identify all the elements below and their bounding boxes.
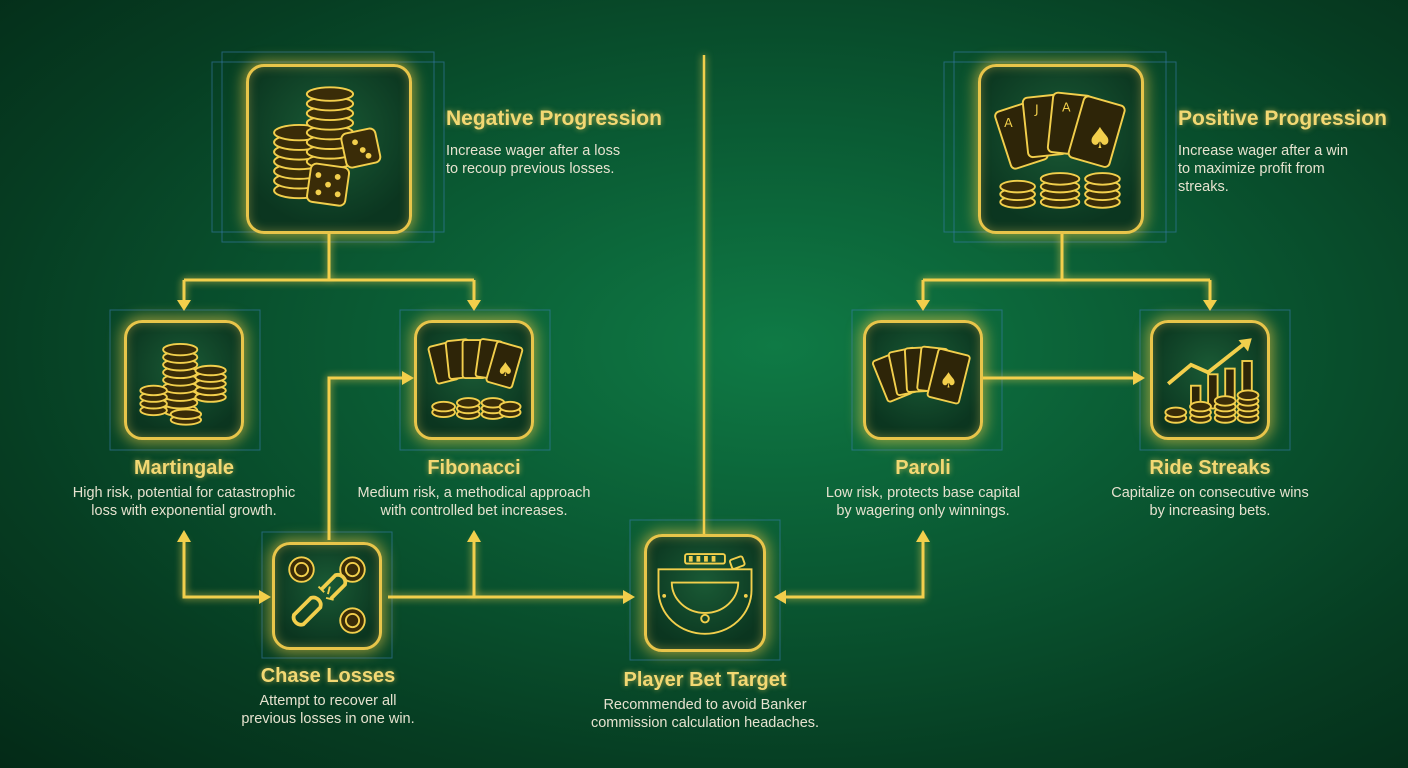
connector-chase-player xyxy=(388,540,625,599)
arrow-right-player xyxy=(623,590,635,604)
martingale-node xyxy=(124,320,244,440)
jack-glyph: J xyxy=(1034,101,1039,116)
negative-progression-title: Negative Progression xyxy=(446,107,662,130)
fibonacci-description: Medium risk, a methodical approach with … xyxy=(357,485,591,519)
arrow-up-martingale xyxy=(177,530,191,542)
chips-and-dice-icon xyxy=(273,86,382,207)
martingale-title: Martingale xyxy=(133,457,235,479)
connector-negative-split xyxy=(182,234,476,303)
ride-streaks-title: Ride Streaks xyxy=(1149,457,1271,479)
connector-paroli-player xyxy=(784,540,925,599)
connector-positive-split xyxy=(921,234,1212,303)
paroli-title: Paroli xyxy=(895,457,951,479)
martingale-description: High risk, potential for catastrophic lo… xyxy=(72,485,296,519)
spade-glyph: ♠ xyxy=(939,369,958,393)
ace-glyph: A xyxy=(1004,115,1013,130)
player-bet-target-description: Recommended to avoid Banker commission c… xyxy=(590,697,820,731)
spade-glyph: ♠ xyxy=(1087,121,1113,155)
arrow-right-chase xyxy=(259,590,271,604)
arrow-right-ride-streaks xyxy=(1133,371,1145,385)
positive-progression-title: Positive Progression xyxy=(1178,107,1387,130)
fibonacci-title: Fibonacci xyxy=(427,457,521,479)
arrow-down-fibonacci xyxy=(467,300,481,311)
fibonacci-node: ♠ xyxy=(414,320,534,440)
ace-glyph-2: A xyxy=(1062,99,1071,114)
broken-chain-icon xyxy=(288,556,366,634)
connector-martingale-chase xyxy=(182,540,261,599)
paroli-node: ♠ xyxy=(863,320,983,440)
chip-stacks-icon xyxy=(139,342,227,426)
baccarat-table-icon xyxy=(657,553,753,635)
arrow-right-fibonacci xyxy=(402,371,414,385)
chase-losses-node xyxy=(272,542,382,650)
growth-chart-icon xyxy=(1164,338,1260,424)
positive-progression-description: Increase wager after a win to maximize p… xyxy=(1178,143,1349,195)
playing-cards-icon: ♠ xyxy=(871,345,971,405)
ride-streaks-node xyxy=(1150,320,1270,440)
negative-progression-description: Increase wager after a loss to recoup pr… xyxy=(446,143,621,177)
aces-and-chips-icon: A J A ♠ xyxy=(994,91,1126,209)
arrow-down-martingale xyxy=(177,300,191,311)
spade-glyph: ♠ xyxy=(497,359,514,381)
player-bet-target-title: Player Bet Target xyxy=(623,669,787,691)
player-bet-target-node xyxy=(644,534,766,652)
arrow-down-ride-streaks xyxy=(1203,300,1217,311)
paroli-description: Low risk, protects base capital by wager… xyxy=(825,485,1021,519)
arrow-up-paroli xyxy=(916,530,930,542)
positive-progression-node: A J A ♠ xyxy=(978,64,1144,234)
chase-losses-title: Chase Losses xyxy=(260,665,396,687)
cards-and-chips-icon: ♠ xyxy=(427,338,524,420)
chase-losses-description: Attempt to recover all previous losses i… xyxy=(241,693,415,727)
arrow-up-fibonacci xyxy=(467,530,481,542)
negative-progression-node xyxy=(246,64,412,234)
arrow-left-player xyxy=(774,590,786,604)
ride-streaks-description: Capitalize on consecutive wins by increa… xyxy=(1111,485,1309,519)
connector-chase-fibonacci xyxy=(327,376,404,540)
arrow-down-paroli xyxy=(916,300,930,311)
